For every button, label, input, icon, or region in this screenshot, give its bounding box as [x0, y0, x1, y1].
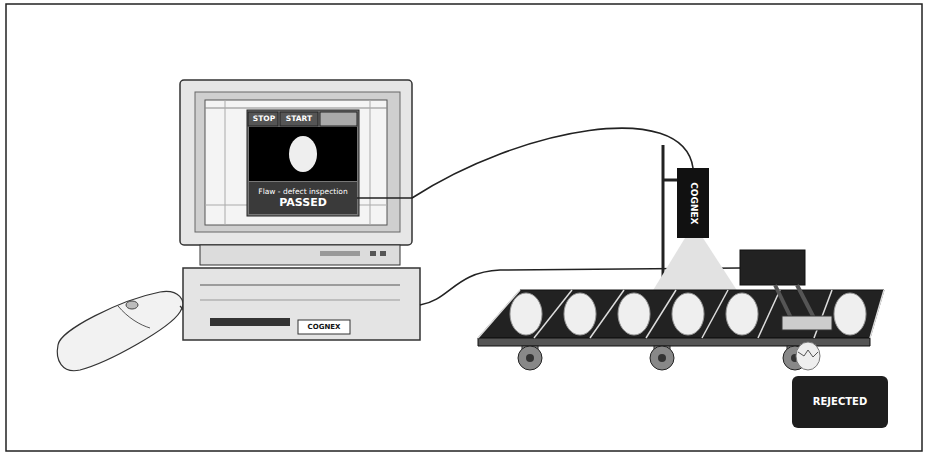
- node-text: Flaw - defect inspection: [258, 187, 347, 196]
- node-text: REJECTED: [813, 396, 867, 408]
- cable: [357, 128, 693, 198]
- reject-bin: REJECTED: [792, 376, 888, 428]
- button-label: STOP: [250, 113, 278, 125]
- brand-label: COGNEX: [298, 321, 350, 333]
- camera-box: COGNEX: [677, 168, 709, 238]
- button-label: START: [281, 113, 317, 125]
- status-panel: Flaw - defect inspectionPASSED: [249, 182, 357, 214]
- node-text: COGNEX: [688, 182, 699, 224]
- node-text: PASSED: [279, 196, 327, 209]
